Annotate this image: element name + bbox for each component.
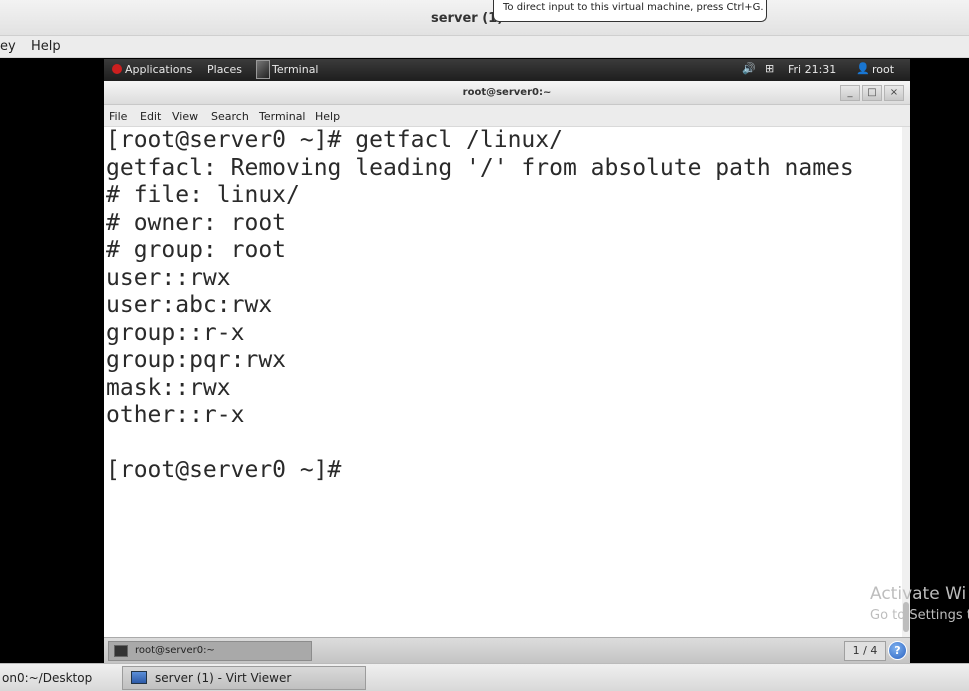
- activation-watermark-subtitle: Go to Settings t: [870, 608, 969, 623]
- terminal-line: # owner: root: [106, 210, 287, 236]
- terminal-app-icon: [256, 60, 270, 79]
- terminal-line: group:pqr:rwx: [106, 347, 287, 373]
- clock[interactable]: Fri 21:31: [788, 63, 837, 76]
- host-task-virt-viewer[interactable]: server (1) - Virt Viewer: [122, 666, 366, 690]
- terminal-menu-search[interactable]: Search: [211, 110, 249, 123]
- terminal-line: user:abc:rwx: [106, 292, 273, 318]
- network-icon[interactable]: ⊞: [765, 62, 775, 75]
- terminal-line: group::r-x: [106, 320, 245, 346]
- terminal-line: # file: linux/: [106, 182, 300, 208]
- terminal-window[interactable]: root@server0:~ _ □ × File Edit View Sear…: [104, 81, 910, 637]
- workspace-switcher[interactable]: 1 / 4: [844, 641, 886, 661]
- user-menu[interactable]: root: [872, 63, 895, 76]
- terminal-titlebar[interactable]: root@server0:~ _ □ ×: [104, 81, 910, 105]
- menu-send-key[interactable]: ey: [0, 39, 16, 54]
- terminal-menubar: File Edit View Search Terminal Help: [104, 105, 910, 127]
- activation-watermark-title: Activate Wi: [870, 584, 967, 604]
- terminal-line: [root@server0 ~]# getfacl /linux/: [106, 127, 563, 153]
- terminal-menu-terminal[interactable]: Terminal: [259, 110, 306, 123]
- terminal-prompt: [root@server0 ~]#: [106, 457, 342, 483]
- host-taskbar: on0:~/Desktop server (1) - Virt Viewer: [0, 663, 969, 691]
- help-icon[interactable]: ?: [888, 641, 907, 660]
- volume-icon[interactable]: 🔊: [742, 62, 756, 75]
- terminal-app-button[interactable]: Terminal: [272, 63, 319, 76]
- guest-top-panel: Applications Places Terminal 🔊 ⊞ Fri 21:…: [104, 59, 910, 81]
- host-task-desktop-terminal[interactable]: on0:~/Desktop: [2, 671, 93, 685]
- user-icon: 👤: [856, 62, 870, 75]
- terminal-menu-file[interactable]: File: [109, 110, 128, 123]
- scrollbar-thumb[interactable]: [903, 602, 909, 632]
- guest-task-terminal[interactable]: root@server0:~: [108, 641, 312, 661]
- terminal-output[interactable]: [root@server0 ~]# getfacl /linux/ getfac…: [104, 127, 910, 637]
- virt-viewer-icon: [131, 671, 147, 684]
- guest-bottom-panel: root@server0:~ 1 / 4 ?: [104, 637, 910, 663]
- terminal-menu-edit[interactable]: Edit: [140, 110, 162, 123]
- host-menubar: ey Help: [0, 36, 969, 58]
- applications-menu[interactable]: Applications: [125, 63, 193, 76]
- menu-help[interactable]: Help: [31, 39, 61, 54]
- terminal-line: mask::rwx: [106, 375, 231, 401]
- minimize-button[interactable]: _: [840, 85, 860, 101]
- host-task-label: server (1) - Virt Viewer: [155, 671, 292, 685]
- places-menu[interactable]: Places: [207, 63, 242, 76]
- redhat-icon: [112, 64, 122, 74]
- host-titlebar: server (1) - Virt Viewer: [0, 0, 969, 36]
- terminal-title: root@server0:~: [462, 87, 552, 98]
- terminal-line: other::r-x: [106, 402, 245, 428]
- terminal-menu-help[interactable]: Help: [315, 110, 341, 123]
- terminal-line: getfacl: Removing leading '/' from absol…: [106, 155, 854, 181]
- terminal-line: user::rwx: [106, 265, 231, 291]
- terminal-line: # group: root: [106, 237, 287, 263]
- terminal-scrollbar[interactable]: [902, 127, 910, 637]
- maximize-button[interactable]: □: [862, 85, 882, 101]
- close-button[interactable]: ×: [884, 85, 904, 101]
- input-grab-tooltip: To direct input to this virtual machine,…: [493, 0, 767, 22]
- terminal-icon: [114, 645, 128, 657]
- guest-task-label: root@server0:~: [135, 645, 215, 656]
- terminal-menu-view[interactable]: View: [172, 110, 199, 123]
